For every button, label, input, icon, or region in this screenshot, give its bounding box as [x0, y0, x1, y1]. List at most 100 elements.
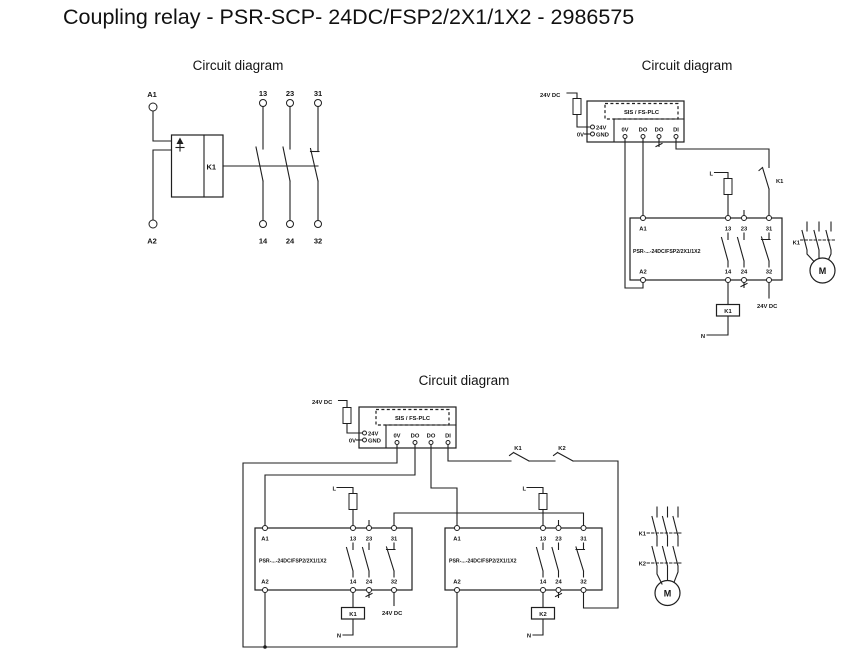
zero-v-label: 0V [349, 439, 356, 445]
plc-di-terminal [673, 134, 679, 139]
terminal-24-circle [741, 277, 747, 283]
feedback-contacts: K1 K2 [508, 446, 619, 609]
plc-wiring [242, 443, 512, 649]
terminal-32-label: 32 [391, 580, 397, 586]
terminal-32-circle [580, 587, 587, 593]
supply-label: 24V DC [312, 400, 333, 406]
contactor-pole [801, 221, 815, 263]
wire [532, 618, 544, 636]
terminal-13-circle [259, 99, 267, 107]
terminal-13-label: 13 [540, 537, 547, 543]
wire [337, 399, 348, 409]
line-fuse-left: L [332, 487, 358, 527]
wire-feedback-return [572, 460, 619, 609]
plc-gnd-terminal [590, 131, 595, 137]
k1-coil-label: K1 [724, 309, 732, 315]
motor-branch: K1 K2 M [639, 506, 682, 607]
motor-branch: K1 M [793, 221, 837, 284]
psr-relay-box: PSR-...-24DC/FSP2/2X1/1X2 A1 A2 13 14 23… [629, 209, 783, 289]
wire [706, 315, 729, 336]
terminal-23-label: 23 [555, 537, 562, 543]
terminal-14-label: 14 [540, 580, 547, 586]
terminal-24-label: 24 [286, 237, 295, 246]
stub-23-24 [740, 209, 748, 289]
contact-31-32: 31 32 [309, 89, 322, 246]
diagram3-heading: Circuit diagram [419, 373, 510, 388]
terminal-31-label: 31 [580, 537, 587, 543]
coil-circuit: K1 N 24V DC [701, 281, 778, 340]
plc-0v-terminal [394, 440, 400, 445]
terminal-a1-label: A1 [639, 227, 647, 233]
terminal-23-label: 23 [741, 227, 748, 233]
wire-do1-to-a1-left [264, 443, 416, 527]
aux-contact-blade [758, 166, 770, 190]
plc-24v-label: 24V [368, 432, 378, 438]
stub-23-24 [365, 519, 373, 599]
wire [576, 113, 592, 128]
plc-24v-label: 24V [596, 126, 606, 132]
diagram1-heading: Circuit diagram [193, 58, 284, 73]
plc-do2-terminal [656, 134, 662, 139]
plc-do1-label: DO [411, 434, 420, 440]
terminal-14-circle [540, 587, 546, 593]
terminal-a2-circle [262, 587, 268, 593]
nc-contact-blade [309, 147, 319, 182]
contactor-k1-label: K1 [639, 532, 647, 538]
terminal-32-circle [391, 587, 397, 593]
diagram2-heading: Circuit diagram [642, 58, 733, 73]
contact-23-24: 23 24 [282, 89, 295, 246]
plc-0v-label: 0V [621, 128, 628, 134]
plc-terminal-row-frame [385, 424, 457, 449]
circuit-diagram-1: Circuit diagram A1 A2 K1 13 [147, 58, 322, 246]
contactor-pole [651, 506, 663, 585]
k1-coil-label: K1 [349, 612, 357, 618]
wire-0v-rail [242, 443, 458, 648]
plc-terminal-row-frame [613, 118, 685, 143]
neutral-label: N [701, 334, 705, 340]
contactor-pole [661, 506, 669, 582]
terminal-a2-circle [454, 587, 460, 593]
plc-0v-terminal [622, 134, 628, 139]
wire [152, 149, 173, 221]
no-contact [551, 542, 560, 578]
terminal-14-circle [350, 587, 356, 593]
terminal-32-label: 32 [314, 237, 322, 246]
nc-contact [385, 542, 396, 578]
no-contact-blade [282, 146, 291, 182]
plc-gnd-label: GND [596, 133, 609, 139]
nc-contact [760, 232, 771, 268]
plc-di-terminal [445, 440, 451, 445]
terminal-a2-label: A2 [453, 580, 460, 586]
coil-k1-label: K1 [207, 163, 217, 172]
plc-block: 24V DC SIS / FS-PLC 24V GND 0V 0V DO DO … [312, 399, 457, 449]
no-contact [535, 542, 544, 578]
terminal-a1-label: A1 [147, 90, 157, 99]
motor-circle [809, 257, 836, 284]
terminal-a2-label: A2 [147, 237, 157, 246]
contactor-pole [672, 506, 679, 584]
stub-23-24 [554, 519, 563, 599]
terminal-31-circle [580, 525, 587, 531]
wire-di [447, 443, 512, 462]
terminal-a2-label: A2 [639, 270, 646, 276]
aux-k1-label: K1 [514, 446, 522, 452]
terminal-a1-circle [454, 525, 460, 531]
plc-do2-label: DO [427, 434, 436, 440]
terminal-31-circle [314, 99, 322, 107]
terminal-23-circle [555, 525, 562, 531]
relay-box [629, 217, 783, 281]
relay-name: PSR-...-24DC/FSP2/2X1/1X2 [259, 559, 327, 565]
terminal-13-circle [540, 525, 546, 531]
wire [566, 92, 578, 100]
line-label: L [709, 172, 713, 178]
terminal-14-circle [259, 220, 267, 228]
plc-block: 24V DC SIS / FS-PLC 24V GND 0V 0V DO DO … [540, 92, 685, 143]
aux-k1-blade [508, 451, 530, 462]
no-contact [345, 542, 354, 578]
plc-do1-label: DO [639, 128, 648, 134]
terminal-a1-label: A1 [261, 537, 269, 543]
plc-gnd-label: GND [368, 439, 381, 445]
plc-do2-label: DO [655, 128, 664, 134]
terminal-a1-circle [262, 525, 268, 531]
